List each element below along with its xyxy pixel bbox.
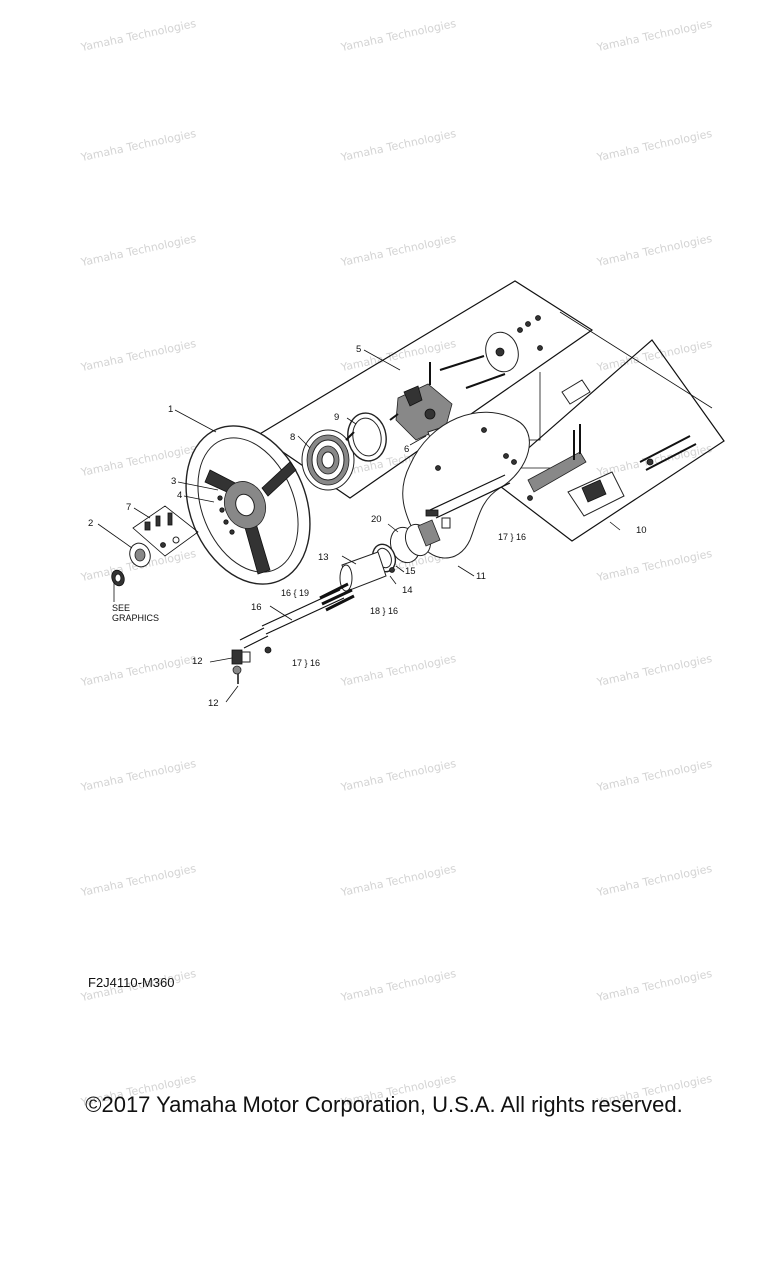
callout-20: 20 (371, 514, 382, 525)
callout-14: 14 (402, 585, 413, 596)
callout-4: 4 (177, 490, 182, 501)
cover-ring (347, 412, 387, 462)
group-leader-line (559, 311, 713, 409)
callout-10: 10 (636, 525, 647, 536)
bellows-boot (301, 429, 355, 491)
callout-16: 16 (251, 602, 262, 613)
steering-wheel (185, 425, 311, 585)
callout-11: 11 (476, 571, 486, 582)
drawing-code: F2J4110-M360 (88, 975, 175, 990)
hub-bolts (217, 495, 235, 535)
callout-17-16-upper: 17 } 16 (498, 532, 526, 542)
hub-nut (129, 542, 151, 568)
column-boot (389, 519, 441, 564)
steering-shaft (239, 582, 355, 654)
callout-8: 8 (290, 432, 295, 443)
kit-box-7 (132, 505, 199, 557)
hub-housing (395, 383, 453, 441)
callout-7: 7 (126, 502, 131, 513)
callout-5: 5 (356, 344, 361, 355)
callout-12-upper: 12 (192, 656, 203, 667)
callout-3: 3 (171, 476, 176, 487)
mounting-plate (402, 411, 530, 559)
callout-15: 15 (405, 566, 416, 577)
tilt-bracket (527, 379, 697, 517)
flange-plate (485, 331, 519, 373)
callout-2: 2 (88, 518, 93, 529)
see-graphics-note: SEE GRAPHICS (112, 603, 160, 623)
leader-lines (97, 349, 621, 703)
callout-17-16-lower: 17 } 16 (292, 658, 320, 668)
long-bolts (429, 315, 543, 389)
callout-labels: 1 2 3 4 5 6 7 8 9 10 11 12 12 13 14 15 1… (88, 344, 647, 709)
callout-12-lower: 12 (208, 698, 219, 709)
universal-joint (231, 649, 251, 684)
callout-16-19: 16 { 19 (281, 588, 309, 598)
callout-6: 6 (404, 444, 409, 455)
hub-cap-emblem (111, 569, 125, 587)
callout-13: 13 (318, 552, 329, 563)
callout-9: 9 (334, 412, 339, 423)
column-tube (339, 551, 387, 592)
small-screws (345, 413, 399, 441)
copyright-notice: ©2017 Yamaha Motor Corporation, U.S.A. A… (85, 1092, 683, 1117)
group-box-10 (491, 339, 725, 542)
small-fasteners (144, 512, 180, 548)
callout-18-16: 18 } 16 (370, 606, 398, 616)
callout-1: 1 (168, 404, 173, 415)
